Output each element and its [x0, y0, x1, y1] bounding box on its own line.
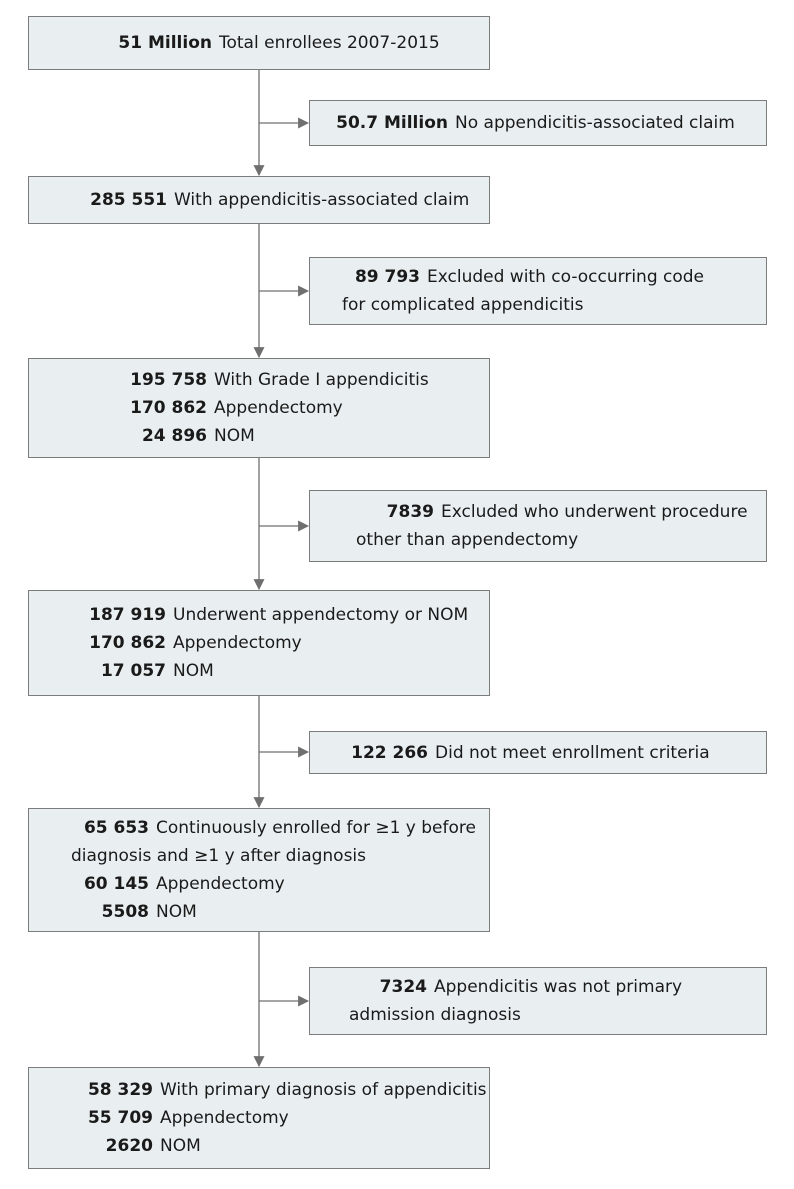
count-value: 2620 — [105, 1136, 153, 1156]
count-value: 195 758 — [130, 370, 207, 390]
box-line: 7324 Appendicitis was not primary — [310, 973, 766, 1001]
count-label: With Grade I appendicitis — [214, 370, 429, 390]
count-value: 170 862 — [89, 633, 166, 653]
box-line: 65 653 Continuously enrolled for ≥1 y bef… — [29, 814, 489, 842]
exclusion-box-other-procedure: 7839 Excluded who underwent procedure othe… — [309, 490, 767, 562]
count-value: 5508 — [101, 902, 149, 922]
main-box-grade-1: 195 758 With Grade I appendicitis 170 862 A… — [28, 358, 490, 458]
count-label: NOM — [160, 1136, 201, 1156]
box-line: 24 896 NOM — [29, 422, 489, 450]
box-line: 5508 NOM — [29, 898, 489, 926]
count-label: Continuously enrolled for ≥1 y before — [156, 818, 476, 838]
count-label: Appendectomy — [214, 398, 343, 418]
box-line: 195 758 With Grade I appendicitis — [29, 366, 489, 394]
box-line: other than appendectomy — [310, 526, 766, 554]
count-label: Appendectomy — [160, 1108, 289, 1128]
count-label: Underwent appendectomy or NOM — [173, 605, 469, 625]
box-line: for complicated appendicitis — [310, 291, 766, 319]
count-value: 51 Million — [118, 33, 212, 53]
box-line: 60 145 Appendectomy — [29, 870, 489, 898]
box-line: 89 793 Excluded with co-occurring code — [310, 263, 766, 291]
count-label: Appendicitis was not primary — [434, 977, 683, 997]
count-label: With appendicitis-associated claim — [174, 190, 470, 210]
box-line: 122 266 Did not meet enrollment criteria — [310, 739, 766, 767]
count-label: Total enrollees 2007-2015 — [219, 33, 440, 53]
exclusion-box-complicated: 89 793 Excluded with co-occurring code for… — [309, 257, 767, 325]
count-value: 58 329 — [87, 1080, 153, 1100]
count-value: 55 709 — [87, 1108, 153, 1128]
exclusion-box-not-primary: 7324 Appendicitis was not primary admissio… — [309, 967, 767, 1035]
count-label: NOM — [214, 426, 255, 446]
count-label: Excluded who underwent procedure — [441, 502, 748, 522]
count-label: NOM — [156, 902, 197, 922]
box-line: 17 057 NOM — [29, 657, 489, 685]
main-box-appendicitis-claim: 285 551 With appendicitis-associated clai… — [28, 176, 490, 224]
count-value: 285 551 — [90, 190, 167, 210]
count-value: 170 862 — [130, 398, 207, 418]
count-label: Excluded with co-occurring code — [427, 267, 705, 287]
count-label: diagnosis and ≥1 y after diagnosis — [71, 846, 367, 866]
count-label: other than appendectomy — [356, 530, 579, 550]
count-value: 122 266 — [351, 743, 428, 763]
box-line: 285 551 With appendicitis-associated clai… — [29, 186, 489, 214]
box-line: 2620 NOM — [29, 1132, 489, 1160]
exclusion-box-no-claim: 50.7 Million No appendicitis-associated c… — [309, 100, 767, 146]
main-box-continuously-enrolled: 65 653 Continuously enrolled for ≥1 y bef… — [28, 808, 490, 932]
count-label: Appendectomy — [173, 633, 302, 653]
count-label: NOM — [173, 661, 214, 681]
count-label: admission diagnosis — [349, 1005, 521, 1025]
exclusion-box-enrollment: 122 266 Did not meet enrollment criteria — [309, 731, 767, 774]
count-value: 187 919 — [89, 605, 166, 625]
count-label: Appendectomy — [156, 874, 285, 894]
box-line: 50.7 Million No appendicitis-associated c… — [310, 109, 766, 137]
box-line: 170 862 Appendectomy — [29, 394, 489, 422]
box-line: diagnosis and ≥1 y after diagnosis — [29, 842, 489, 870]
count-value: 65 653 — [83, 818, 149, 838]
box-line: admission diagnosis — [310, 1001, 766, 1029]
count-label: for complicated appendicitis — [342, 295, 584, 315]
count-label: With primary diagnosis of appendicitis — [160, 1080, 487, 1100]
count-value: 89 793 — [354, 267, 420, 287]
box-line: 7839 Excluded who underwent procedure — [310, 498, 766, 526]
main-box-appendectomy-or-nom: 187 919 Underwent appendectomy or NOM 170 … — [28, 590, 490, 696]
count-label: Did not meet enrollment criteria — [435, 743, 710, 763]
count-value: 7839 — [386, 502, 434, 522]
box-line: 55 709 Appendectomy — [29, 1104, 489, 1132]
count-value: 17 057 — [100, 661, 166, 681]
box-line: 170 862 Appendectomy — [29, 629, 489, 657]
main-box-total: 51 Million Total enrollees 2007-2015 — [28, 16, 490, 70]
count-value: 24 896 — [141, 426, 207, 446]
count-label: No appendicitis-associated claim — [455, 113, 735, 133]
box-line: 58 329 With primary diagnosis of appendic… — [29, 1076, 489, 1104]
count-value: 7324 — [379, 977, 427, 997]
box-line: 51 Million Total enrollees 2007-2015 — [29, 29, 489, 57]
main-box-primary-diagnosis: 58 329 With primary diagnosis of appendic… — [28, 1067, 490, 1169]
count-value: 50.7 Million — [336, 113, 448, 133]
box-line: 187 919 Underwent appendectomy or NOM — [29, 601, 489, 629]
count-value: 60 145 — [83, 874, 149, 894]
